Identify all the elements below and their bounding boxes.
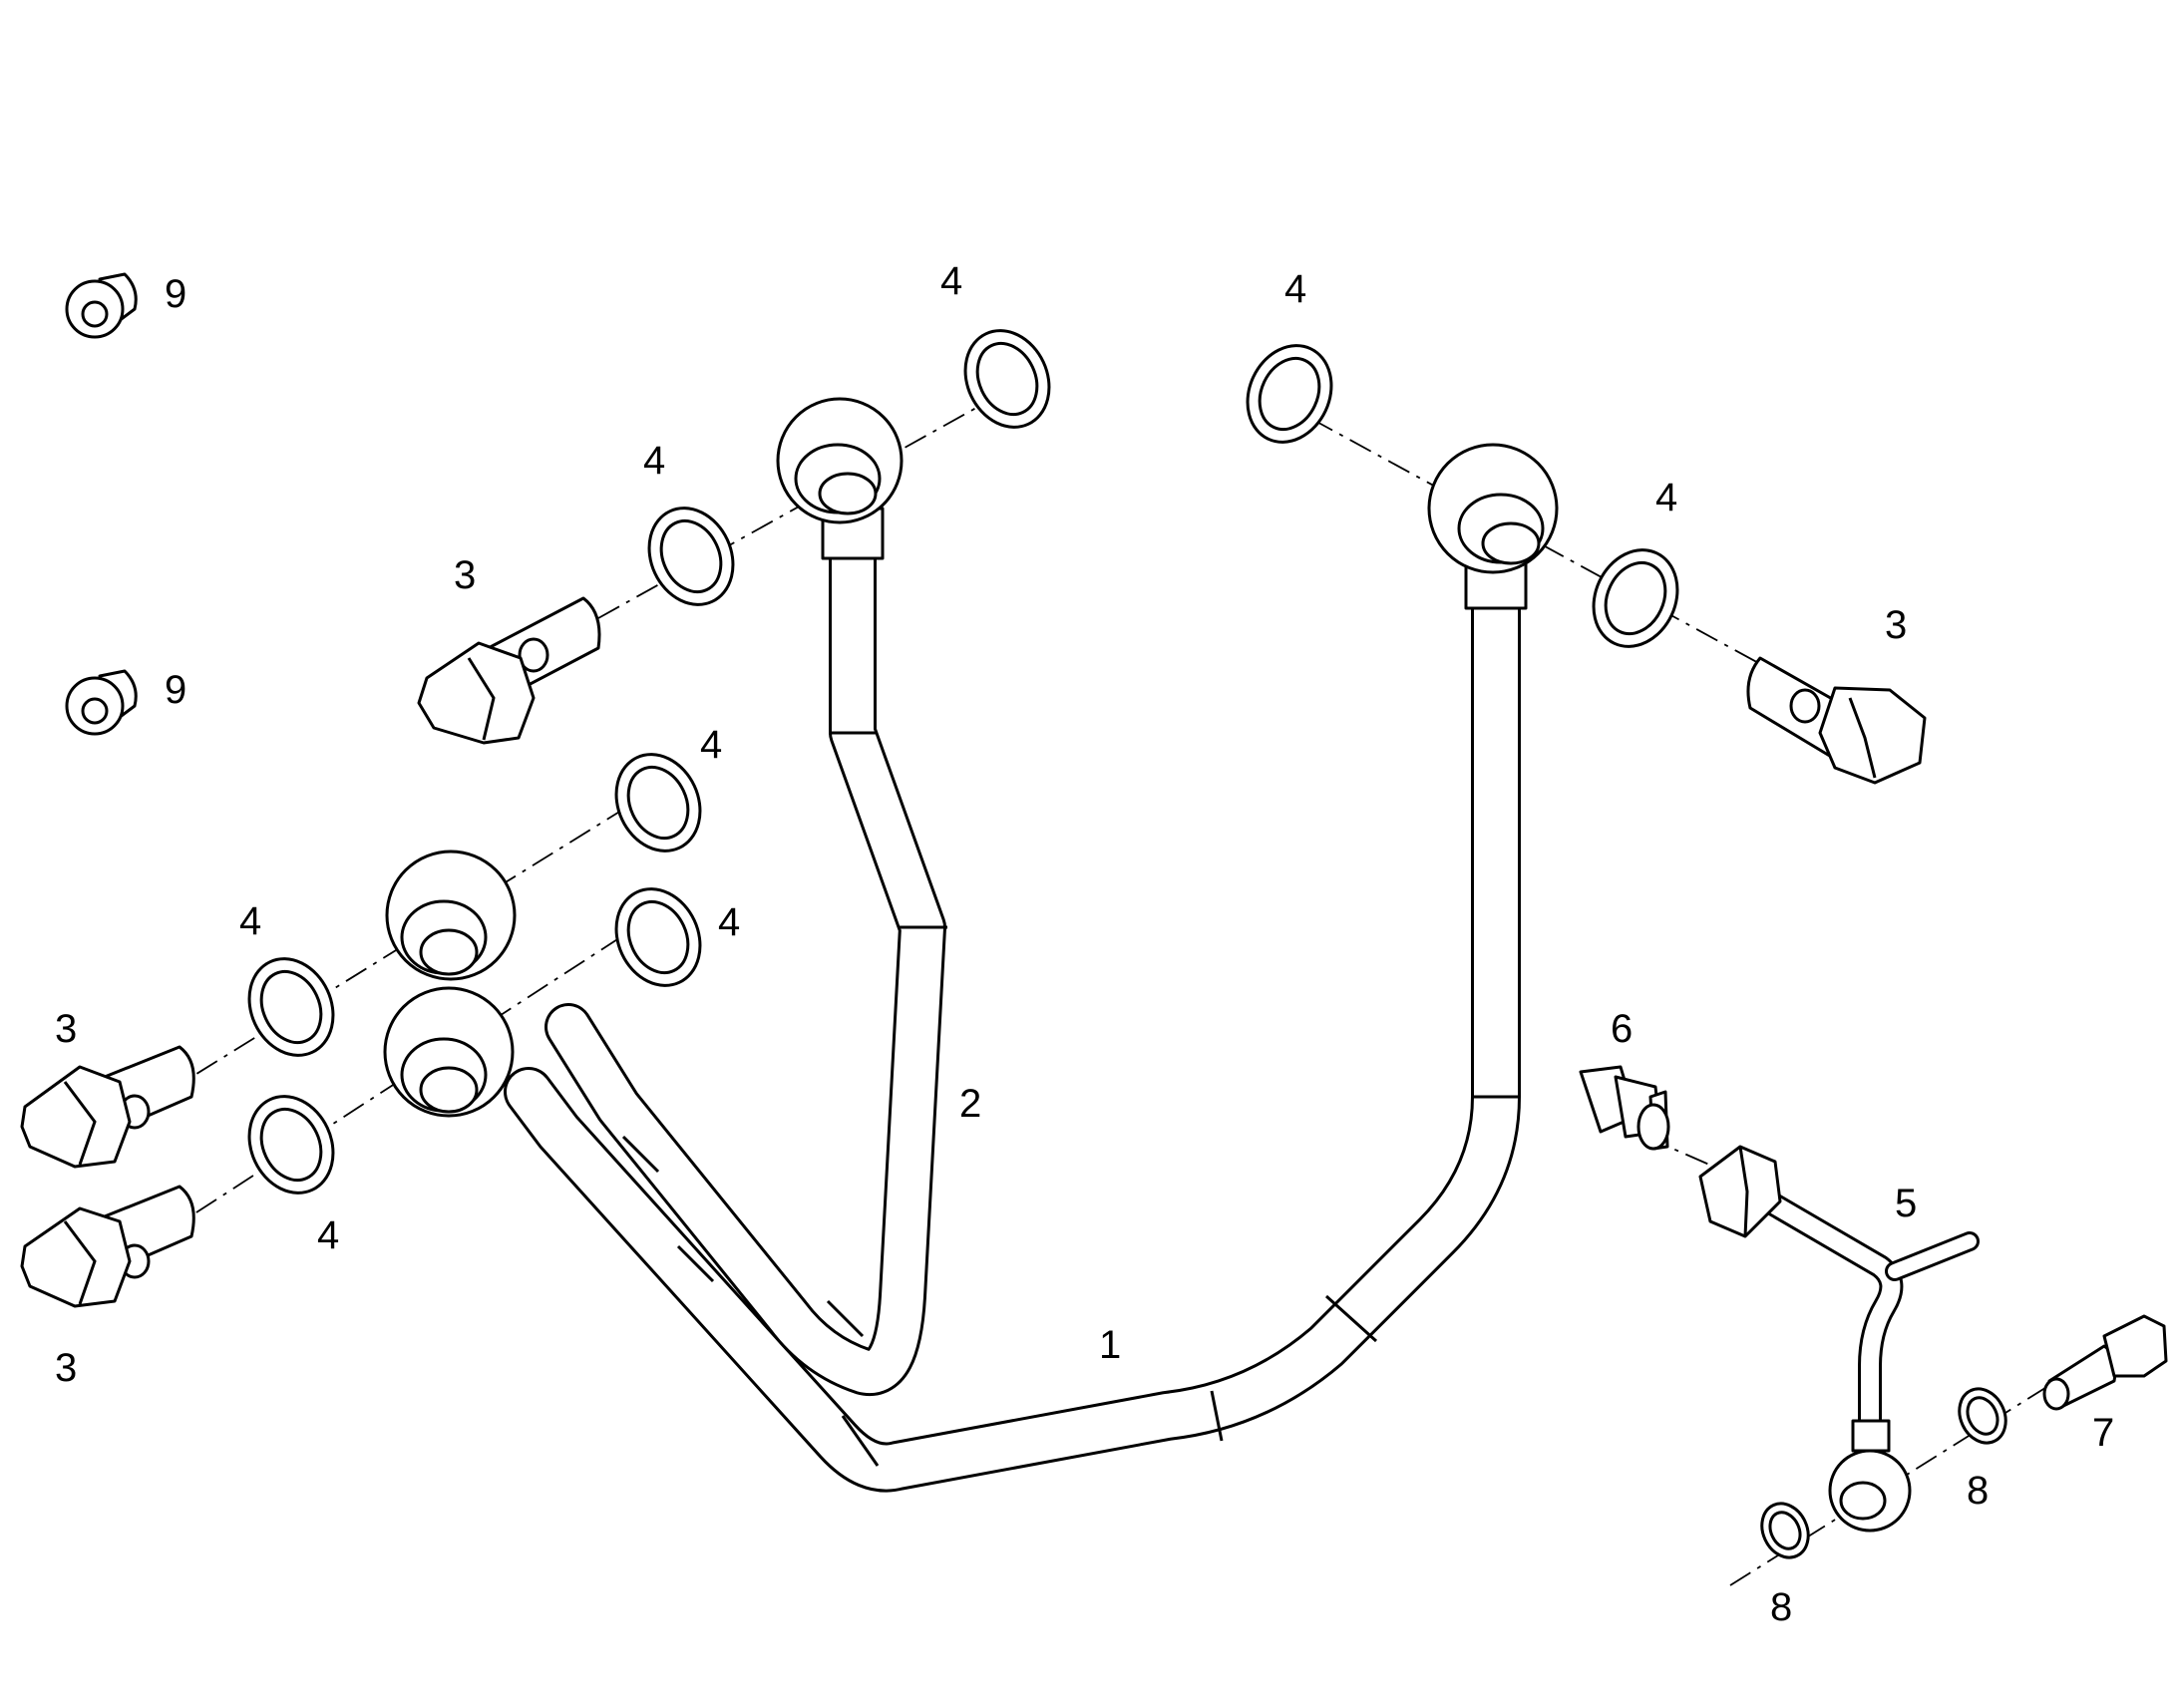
washer-8b xyxy=(1958,1387,2007,1445)
sealing-washers xyxy=(247,329,1679,1195)
callout-2: 2 xyxy=(959,1082,981,1126)
union-fitting-6 xyxy=(1579,1065,1670,1151)
banjo-eye-right xyxy=(1427,443,1559,610)
washer-4c xyxy=(647,507,735,606)
callout-9: 9 xyxy=(165,272,186,316)
callout-4: 4 xyxy=(239,899,261,943)
banjo-eye-small xyxy=(1828,1419,1912,1533)
banjo-bolt-7 xyxy=(2042,1314,2168,1411)
plug-9a xyxy=(65,272,138,339)
callout-3: 3 xyxy=(55,1346,77,1390)
callout-8: 8 xyxy=(1770,1585,1792,1629)
line-nut-5 xyxy=(1698,1145,1782,1238)
callout-3: 3 xyxy=(454,553,476,597)
washer-4e xyxy=(614,753,702,853)
washer-4f xyxy=(614,887,702,987)
callout-3: 3 xyxy=(55,1007,77,1051)
banjo-eye-lower-left-1 xyxy=(385,850,517,981)
callout-8: 8 xyxy=(1967,1469,1989,1513)
callout-7: 7 xyxy=(2092,1411,2114,1455)
small-washers xyxy=(1760,1387,2007,1559)
washer-4h xyxy=(247,1095,335,1195)
callout-4: 4 xyxy=(1284,267,1306,311)
banjo-eye-upper xyxy=(776,397,904,560)
plug-9b xyxy=(65,669,138,736)
banjo-bolt-3a xyxy=(417,596,601,745)
washer-4b xyxy=(1246,344,1333,444)
callout-labels: 9 9 4 4 4 4 4 4 4 4 3 3 3 3 2 1 6 5 7 8 … xyxy=(55,259,2114,1629)
callout-4: 4 xyxy=(643,439,665,483)
washer-4g xyxy=(247,957,335,1057)
washer-4d xyxy=(1592,548,1679,648)
banjo-bolt-3d xyxy=(20,1185,195,1308)
washer-8a xyxy=(1760,1502,1810,1559)
callout-3: 3 xyxy=(1885,603,1907,647)
callout-5: 5 xyxy=(1895,1182,1917,1225)
callout-4: 4 xyxy=(317,1213,339,1257)
callout-4: 4 xyxy=(718,900,740,944)
callout-4: 4 xyxy=(1655,476,1677,519)
callout-9: 9 xyxy=(165,668,186,712)
callout-1: 1 xyxy=(1099,1323,1121,1367)
washer-4a xyxy=(963,329,1051,429)
callout-6: 6 xyxy=(1611,1007,1633,1051)
banjo-eye-lower-left-2 xyxy=(383,986,515,1118)
banjo-bolt-3b xyxy=(1746,656,1927,785)
callout-4: 4 xyxy=(700,723,722,767)
callout-4: 4 xyxy=(940,259,962,303)
banjo-bolt-3c xyxy=(20,1045,195,1169)
pipe-group xyxy=(504,509,1980,1493)
